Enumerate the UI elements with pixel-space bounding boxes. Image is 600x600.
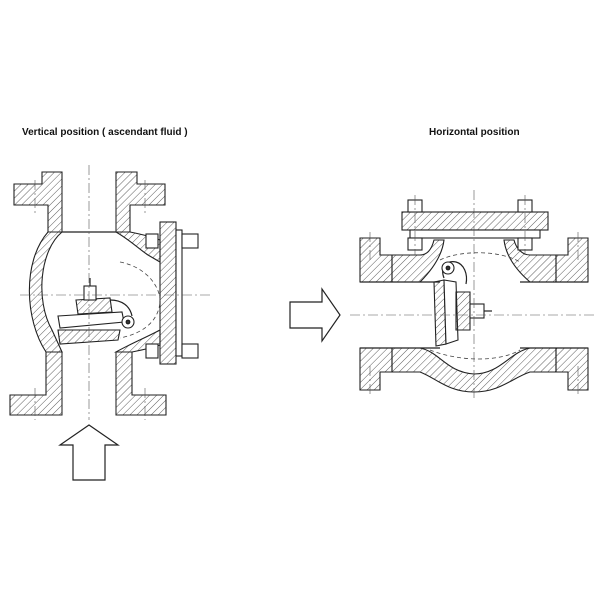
caption-horizontal-position: Horizontal position [429,127,520,138]
left-flange [359,237,393,283]
horizontal-valve-drawing [350,190,595,400]
disc [57,311,125,329]
bottom-flange [9,351,63,416]
top-bonnet-cover [401,211,549,231]
disc-nut [83,285,97,301]
disc-nut [469,303,485,319]
disc [443,279,459,345]
body-wall-left [28,231,64,353]
right-flange [555,237,589,283]
vertical-valve-drawing [9,165,210,420]
flow-arrow-up [58,424,120,481]
caption-vertical-position: Vertical position ( ascendant fluid ) [22,127,188,138]
top-flange [13,171,63,233]
bolt [145,233,159,249]
side-bonnet-cover [159,221,177,365]
flow-arrow-right [289,287,341,343]
